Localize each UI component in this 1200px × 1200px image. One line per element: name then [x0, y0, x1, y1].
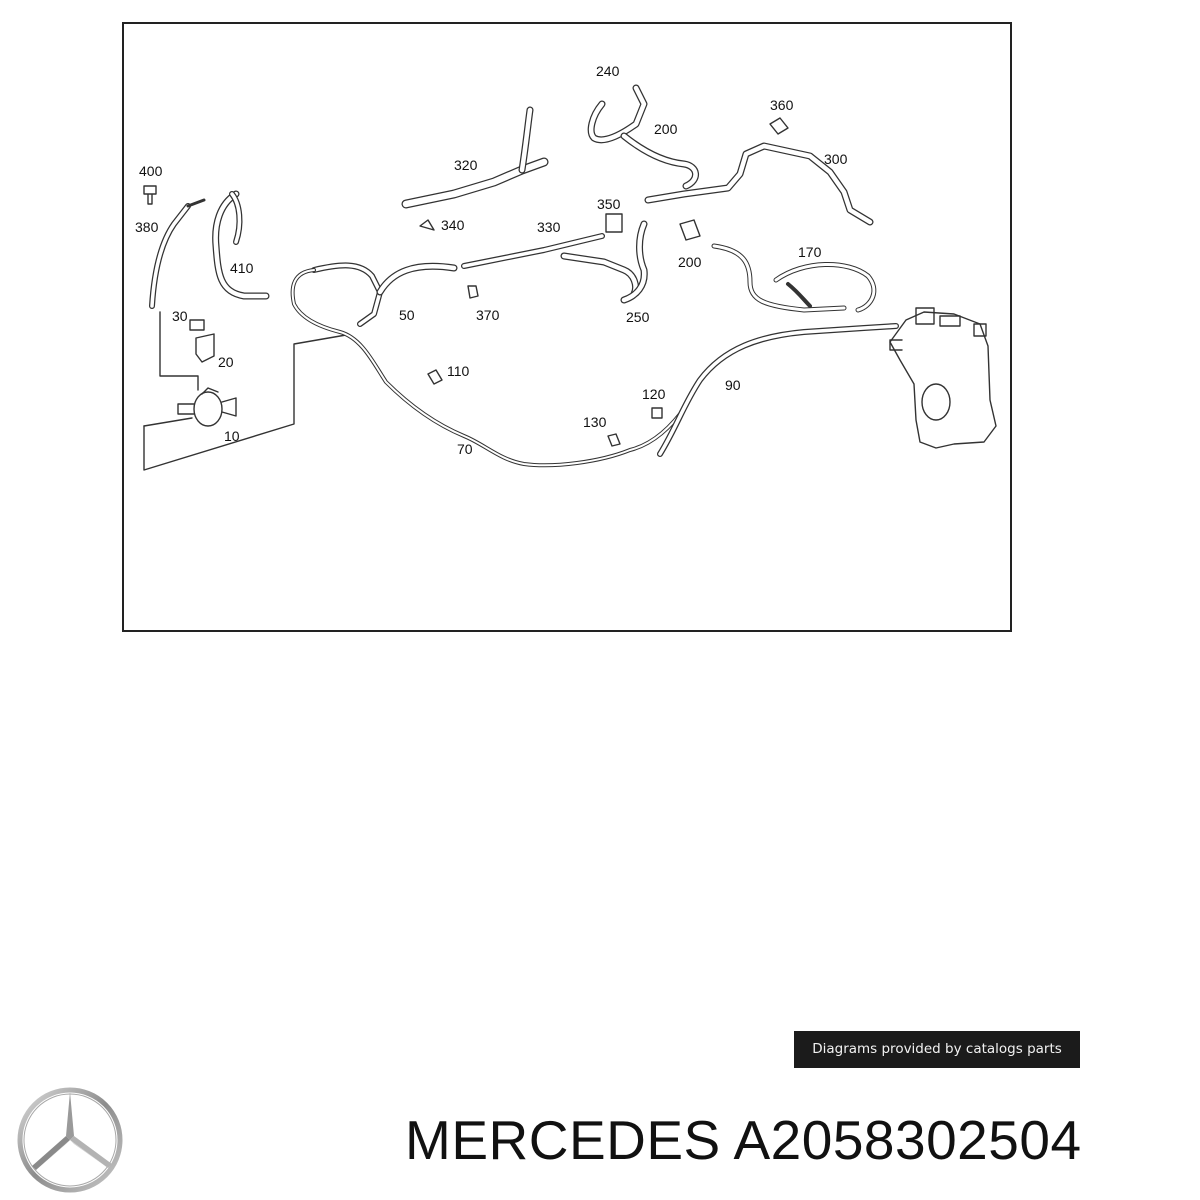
callout-30: 30 [172, 308, 188, 324]
leader-line [143, 334, 347, 471]
part-20 [195, 333, 215, 363]
callout-300: 300 [824, 151, 848, 167]
part-110 [427, 369, 443, 385]
hose-380-clamp [186, 198, 206, 208]
callout-240: 240 [596, 63, 620, 79]
callout-400: 400 [139, 163, 163, 179]
callout-130: 130 [583, 414, 607, 430]
callout-70: 70 [457, 441, 473, 457]
callout-250: 250 [626, 309, 650, 325]
callout-340: 340 [441, 217, 465, 233]
water-pump [177, 387, 237, 427]
callout-labels: 240 360 200 320 300 400 380 350 340 330 … [135, 63, 848, 457]
part-360 [769, 117, 789, 135]
part-370 [467, 285, 479, 299]
callout-200-second: 200 [678, 254, 702, 270]
callout-20: 20 [218, 354, 234, 370]
callout-410: 410 [230, 260, 254, 276]
part-120 [651, 407, 663, 419]
callout-320: 320 [454, 157, 478, 173]
callout-10: 10 [224, 428, 240, 444]
callout-170: 170 [798, 244, 822, 260]
callout-110: 110 [447, 363, 470, 379]
part-350 [605, 213, 623, 233]
part-400 [143, 185, 157, 205]
callout-90: 90 [725, 377, 741, 393]
callout-120: 120 [642, 386, 666, 402]
hose-240 [587, 84, 648, 144]
part-200-valve [679, 219, 701, 241]
callout-370: 370 [476, 307, 500, 323]
part-340 [419, 219, 435, 231]
callout-380: 380 [135, 219, 159, 235]
hose-diagram-svg: 240 360 200 320 300 400 380 350 340 330 … [135, 63, 997, 471]
mercedes-star-icon [17, 1087, 123, 1193]
leader-line [143, 417, 193, 427]
diagram-credit-badge: Diagrams provided by catalogs parts [794, 1031, 1080, 1068]
callout-330: 330 [537, 219, 561, 235]
product-title: MERCEDES A2058302504 [405, 1105, 1195, 1175]
brand-name: MERCEDES [405, 1109, 721, 1171]
part-30 [189, 319, 205, 331]
callout-200: 200 [654, 121, 678, 137]
callout-360: 360 [770, 97, 794, 113]
part-number: A2058302504 [733, 1109, 1082, 1171]
leader-line [159, 311, 199, 391]
part-130 [607, 433, 621, 447]
expansion-tank [889, 307, 997, 449]
callout-50: 50 [399, 307, 415, 323]
parts-diagram: 240 360 200 320 300 400 380 350 340 330 … [122, 22, 1012, 632]
callout-350: 350 [597, 196, 621, 212]
